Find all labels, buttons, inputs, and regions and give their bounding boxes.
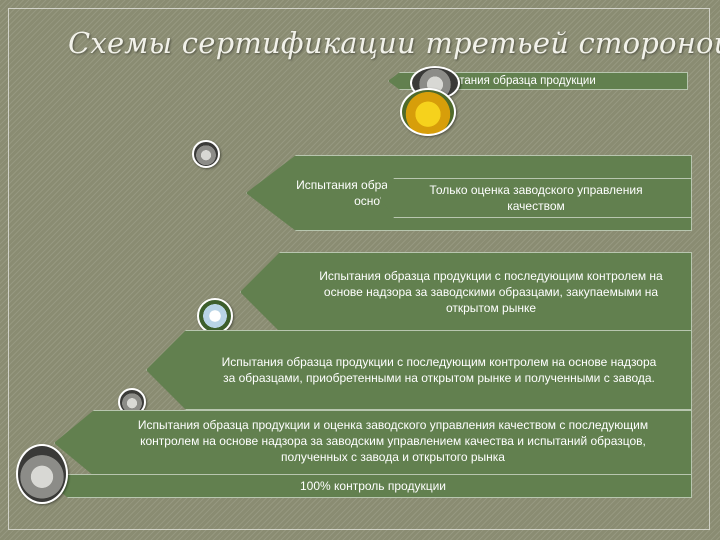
yellow-flower-photo-icon: [400, 88, 456, 136]
step-4-box: Испытания образца продукции с последующи…: [240, 252, 692, 332]
slide-frame: [8, 8, 710, 530]
koala-photo-icon: [16, 444, 68, 504]
white-flower-photo-icon: [197, 298, 233, 334]
step-5-line-1: Испытания образца продукции с последующи…: [221, 355, 657, 369]
step-5-box: Испытания образца продукции с последующи…: [146, 330, 692, 410]
step-2-line-2: осно: [354, 194, 381, 208]
step-6-line-1: Испытания образца продукции и оценка зав…: [137, 418, 649, 432]
step-3-line-2: качеством: [507, 199, 565, 213]
koala-photo-icon: [192, 140, 220, 168]
step-3-box: Только оценка заводского управления каче…: [380, 178, 692, 218]
step-6-line-2: контролем на основе надзора за заводским…: [140, 434, 646, 448]
step-4-line-1: Испытания образца продукции с последующи…: [319, 269, 663, 283]
step-4-line-3: открытом рынке: [445, 301, 537, 315]
step-5-line-2: за образцами, приобретенными на открытом…: [223, 371, 655, 385]
step-7-text: 100% контроль продукции: [300, 479, 446, 493]
step-6-line-3: полученных с завода и открытого рынка: [281, 450, 505, 464]
step-1-box: ытания образца продукции: [388, 72, 688, 90]
slide-title: Схемы сертификации третьей стороной: [68, 26, 720, 60]
step-3-line-1: Только оценка заводского управления: [429, 183, 643, 197]
step-6-box: Испытания образца продукции и оценка зав…: [54, 410, 692, 476]
step-4-line-2: основе надзора за заводскими образцами, …: [323, 285, 659, 299]
step-2-line-1: Испытания обра: [296, 178, 388, 192]
step-7-box: 100% контроль продукции: [54, 474, 692, 498]
step-1-text: ытания образца продукции: [451, 75, 596, 87]
